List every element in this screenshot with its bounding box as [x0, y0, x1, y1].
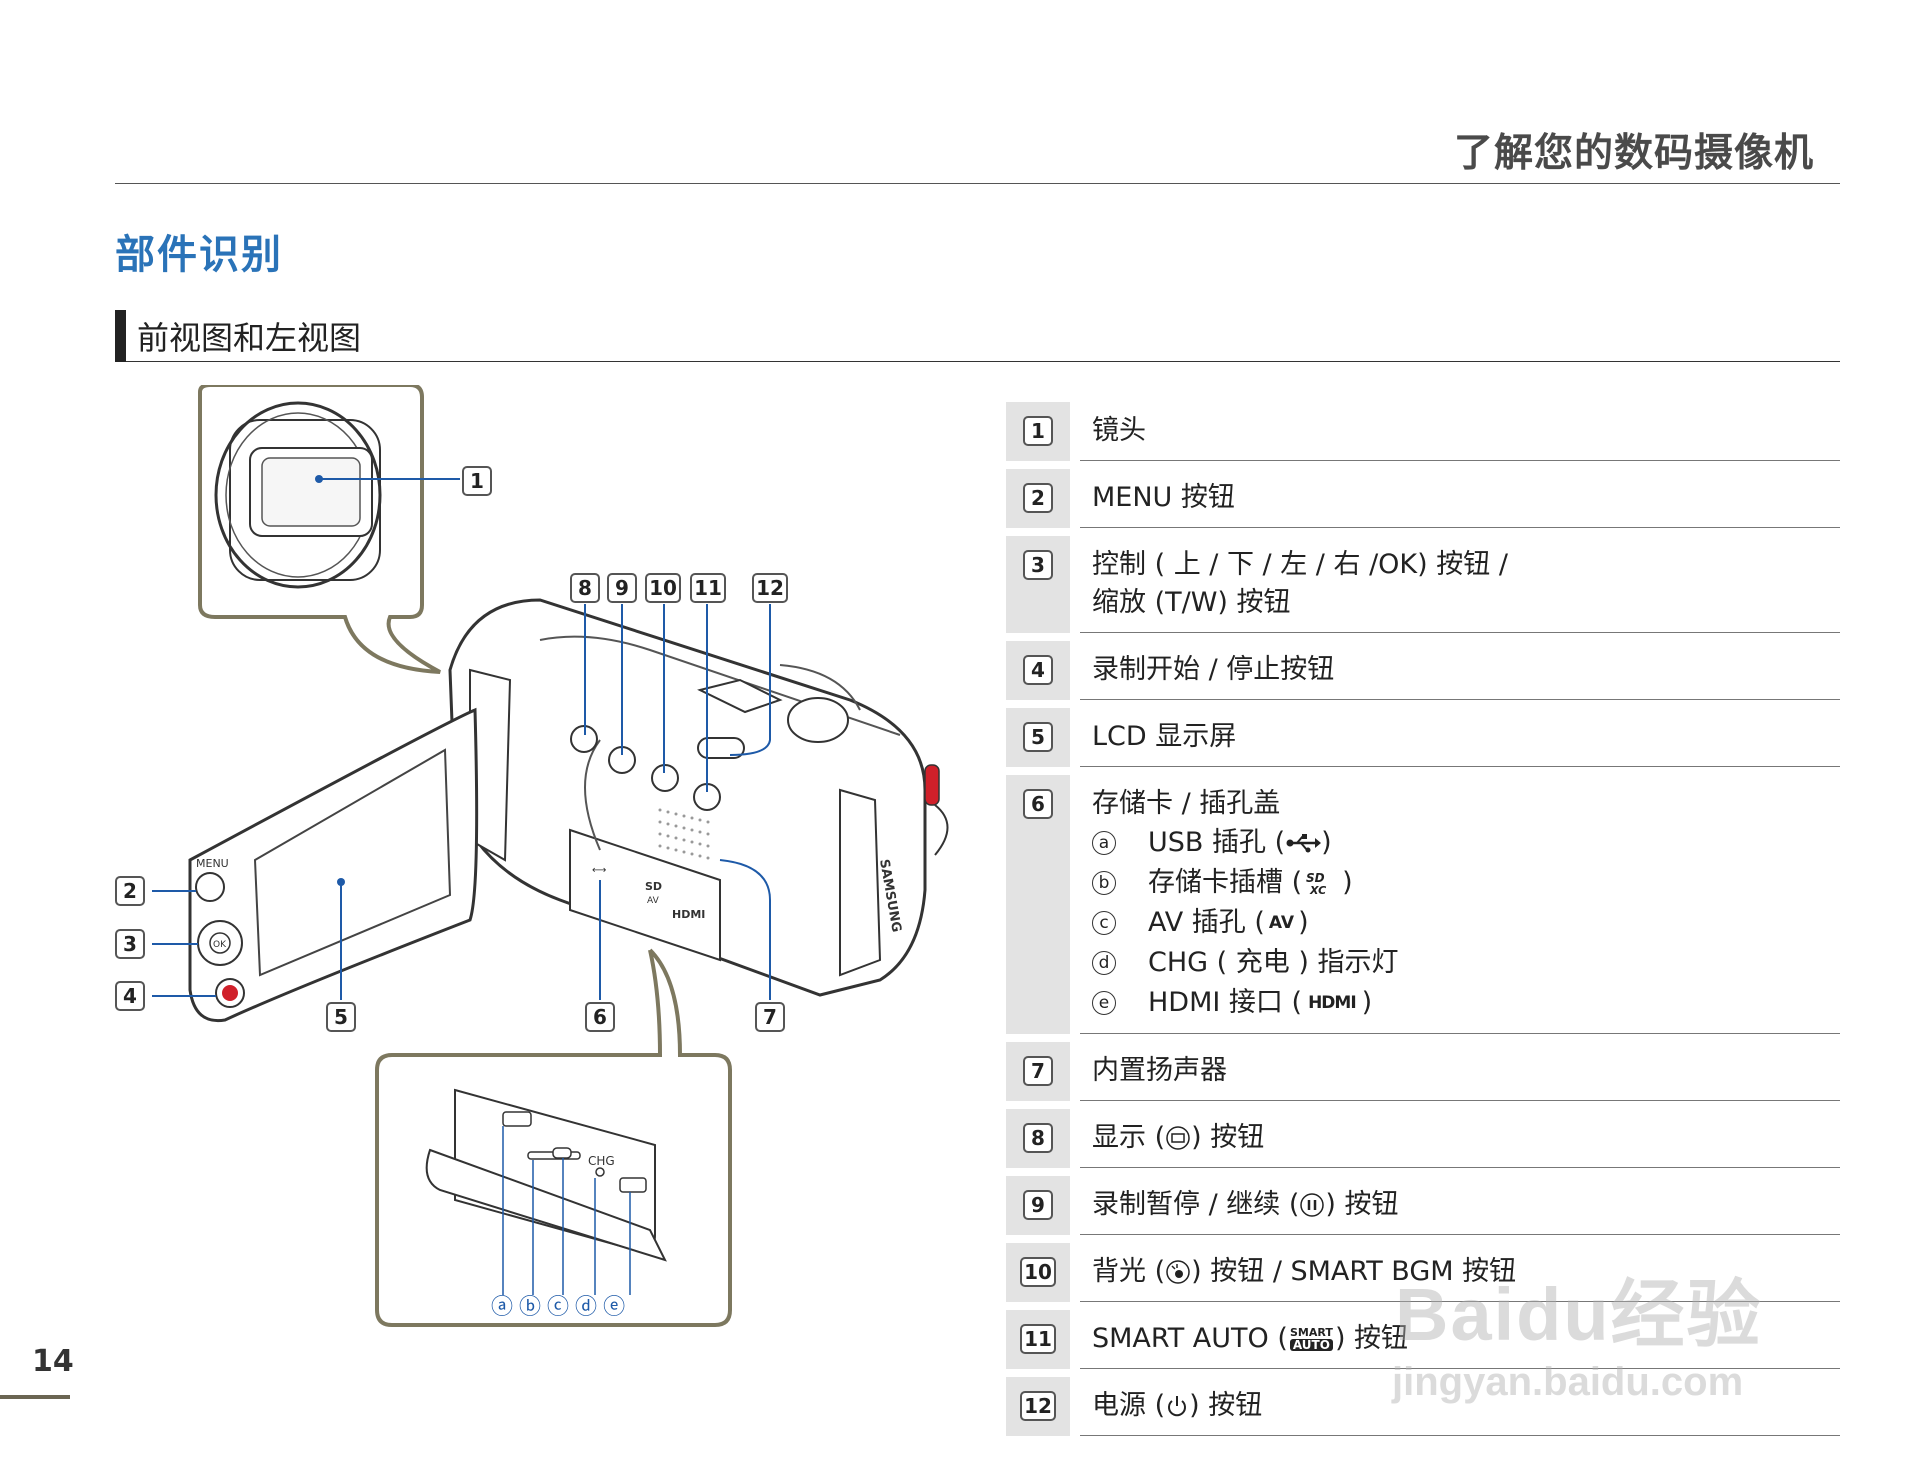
callout-12: 12: [752, 573, 788, 603]
subsection-divider: [126, 361, 1840, 362]
part-number: 7: [1023, 1056, 1053, 1086]
part-row-5: 5 LCD 显示屏: [1006, 708, 1840, 767]
part-row-3: 3 控制 ( 上 / 下 / 左 / 右 /OK) 按钮 / 缩放 (T/W) …: [1006, 536, 1840, 633]
av-icon: AV: [1268, 913, 1295, 933]
port-letter-c: ⓒ: [547, 1295, 570, 1320]
part-label: 内置扬声器: [1080, 1042, 1840, 1101]
parts-table: 1 镜头 2 MENU 按钮 3 控制 ( 上 / 下 / 左 / 右 /OK)…: [1006, 402, 1840, 1444]
callout-4: 4: [115, 981, 145, 1011]
pause-icon: [1300, 1193, 1325, 1217]
port-letter-e: ⓔ: [603, 1295, 626, 1320]
port-letter-d: ⓓ: [575, 1295, 598, 1320]
part-number: 1: [1023, 416, 1053, 446]
usb-icon: [1286, 834, 1322, 853]
part-number: 8: [1023, 1123, 1053, 1153]
part-row-2: 2 MENU 按钮: [1006, 469, 1840, 528]
svg-text:⟷: ⟷: [592, 865, 606, 876]
part-number: 9: [1023, 1190, 1053, 1220]
callout-2: 2: [115, 876, 145, 906]
smart-auto-icon: SMART AUTO: [1289, 1326, 1333, 1352]
part-row-8: 8 显示 ( ) 按钮: [1006, 1109, 1840, 1168]
backlight-icon: [1166, 1260, 1190, 1284]
chapter-title: 了解您的数码摄像机: [1453, 131, 1814, 176]
part-label: 录制暂停 / 继续 ( ) 按钮: [1080, 1176, 1840, 1235]
callout-10: 10: [645, 573, 681, 603]
part-row-11: 11 SMART AUTO ( SMART AUTO ) 按钮: [1006, 1310, 1840, 1369]
sub-item-hdmi: e HDMI 接口 ( HDMI ): [1092, 983, 1830, 1023]
camcorder-illustration: SAMSUNG ⟷ SD AV HDMI MENU OK: [152, 385, 949, 1327]
lens-zoom-bubble: [198, 385, 460, 674]
callout-1: 1: [462, 466, 492, 496]
hdmi-icon: HDMI: [1308, 993, 1357, 1013]
part-row-1: 1 镜头: [1006, 402, 1840, 461]
part-label: LCD 显示屏: [1080, 708, 1840, 767]
menu-label: MENU: [196, 857, 229, 870]
part-number: 11: [1020, 1324, 1056, 1354]
part-row-7: 7 内置扬声器: [1006, 1042, 1840, 1101]
part-label: 录制开始 / 停止按钮: [1080, 641, 1840, 700]
hdmi-port-label: HDMI: [672, 908, 705, 921]
part-number: 12: [1020, 1391, 1056, 1421]
sub-item-chg-indicator: d CHG ( 充电 ) 指示灯: [1092, 943, 1830, 983]
part-label: 镜头: [1080, 402, 1840, 461]
callout-7: 7: [755, 1002, 785, 1032]
part-row-9: 9 录制暂停 / 继续 ( ) 按钮: [1006, 1176, 1840, 1235]
port-letter-a: ⓐ: [491, 1295, 514, 1320]
watermark-url: jingyan.baidu.com: [1392, 1360, 1744, 1404]
part-number: 3: [1023, 550, 1053, 580]
part-number: 2: [1023, 483, 1053, 513]
port-letter-b: ⓑ: [519, 1295, 542, 1320]
part-number: 4: [1023, 655, 1053, 685]
subsection-marker: [115, 310, 126, 362]
watermark-logo: Baidu经验: [1395, 1273, 1763, 1356]
svg-text:OK: OK: [213, 940, 227, 950]
part-label: 显示 ( ) 按钮: [1080, 1109, 1840, 1168]
svg-text:SD: SD: [645, 880, 662, 893]
section-title: 部件识别: [115, 232, 283, 278]
speaker-grille: [658, 808, 710, 860]
callout-11: 11: [690, 573, 726, 603]
part-label: 控制 ( 上 / 下 / 左 / 右 /OK) 按钮 / 缩放 (T/W) 按钮: [1080, 536, 1840, 633]
svg-text:XC: XC: [1309, 884, 1326, 896]
callout-leaders: [152, 604, 771, 1000]
display-icon: [1166, 1126, 1190, 1150]
part-row-4: 4 录制开始 / 停止按钮: [1006, 641, 1840, 700]
svg-text:SD: SD: [1306, 871, 1325, 885]
part-row-12: 12 电源 ( ) 按钮: [1006, 1377, 1840, 1436]
camera-body: SAMSUNG ⟷ SD AV HDMI: [448, 598, 949, 997]
part-label: 电源 ( ) 按钮: [1080, 1377, 1840, 1436]
callout-9: 9: [607, 573, 637, 603]
subsection-title: 前视图和左视图: [137, 319, 362, 357]
callout-3: 3: [115, 929, 145, 959]
part-number: 6: [1023, 789, 1053, 819]
header-divider: [115, 183, 1840, 184]
port-letter-row: ⓐ ⓑ ⓒ ⓓ ⓔ: [491, 1289, 625, 1321]
power-icon: [1168, 1396, 1187, 1417]
av-port-label: AV: [647, 896, 660, 906]
chg-label: CHG: [588, 1154, 615, 1168]
sub-item-av-jack: c AV 插孔 ( AV ): [1092, 903, 1830, 943]
part-label: SMART AUTO ( SMART AUTO ) 按钮: [1080, 1310, 1840, 1369]
callout-8: 8: [570, 573, 600, 603]
callout-6: 6: [585, 1002, 615, 1032]
page-number: 14: [32, 1344, 74, 1379]
part-number: 10: [1020, 1257, 1056, 1287]
jack-zoom-bubble: CHG: [375, 948, 732, 1327]
sub-item-usb: a USB 插孔 ( ): [1092, 823, 1830, 863]
part-number: 5: [1023, 722, 1053, 752]
lcd-panel: MENU OK: [188, 707, 479, 1023]
callout-5: 5: [326, 1002, 356, 1032]
page-number-underline: [0, 1395, 70, 1399]
part-row-10: 10 背光 ( ) 按钮 / SMART BGM 按钮: [1006, 1243, 1840, 1302]
part-label: MENU 按钮: [1080, 469, 1840, 528]
part-label: 背光 ( ) 按钮 / SMART BGM 按钮: [1080, 1243, 1840, 1302]
